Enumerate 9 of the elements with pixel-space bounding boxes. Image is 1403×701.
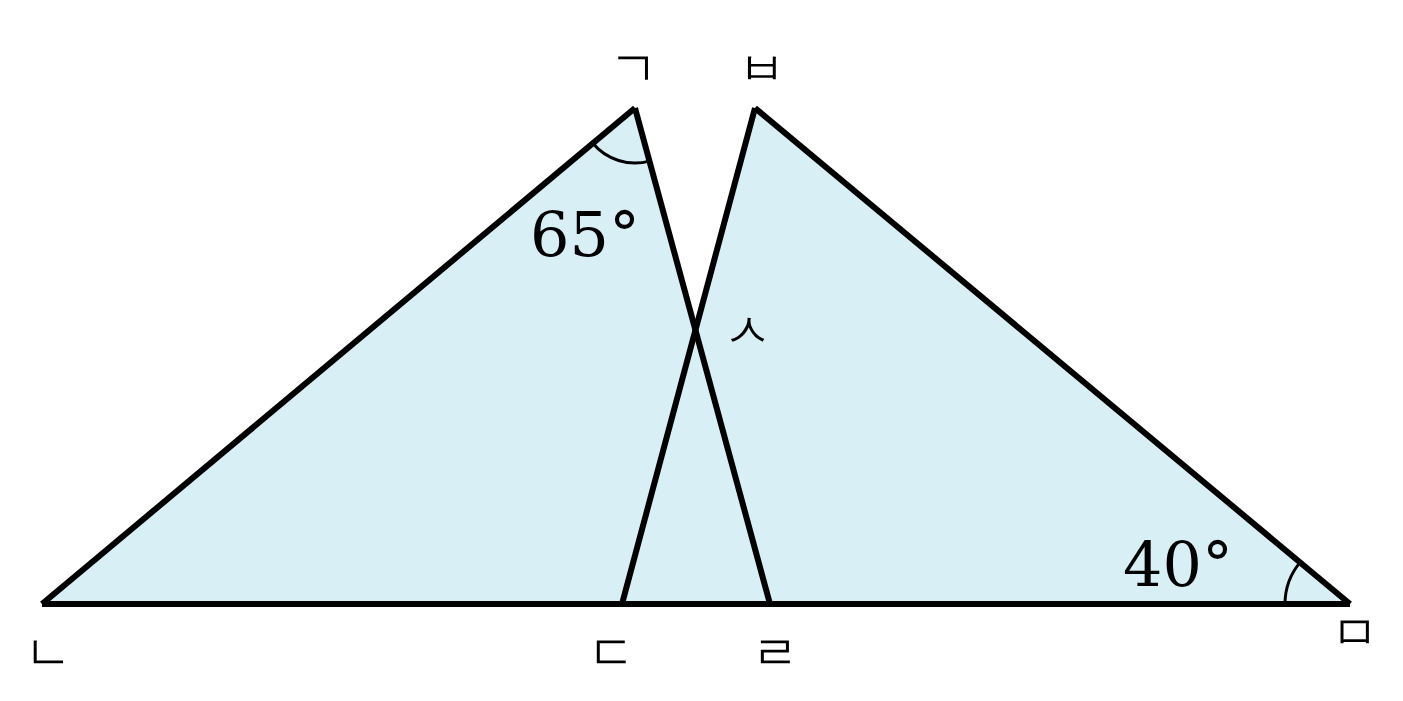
point-label: ㄴ (24, 628, 72, 676)
point-label: ㅅ (724, 306, 772, 354)
point-label: ㄷ (588, 628, 636, 676)
point-label: ㅂ (738, 44, 786, 92)
angle-label: 65° (530, 204, 640, 266)
point-label: ㅁ (1331, 608, 1379, 656)
angle-label: 40° (1123, 534, 1233, 596)
point-label: ㄹ (751, 628, 799, 676)
point-label: ㄱ (610, 44, 658, 92)
